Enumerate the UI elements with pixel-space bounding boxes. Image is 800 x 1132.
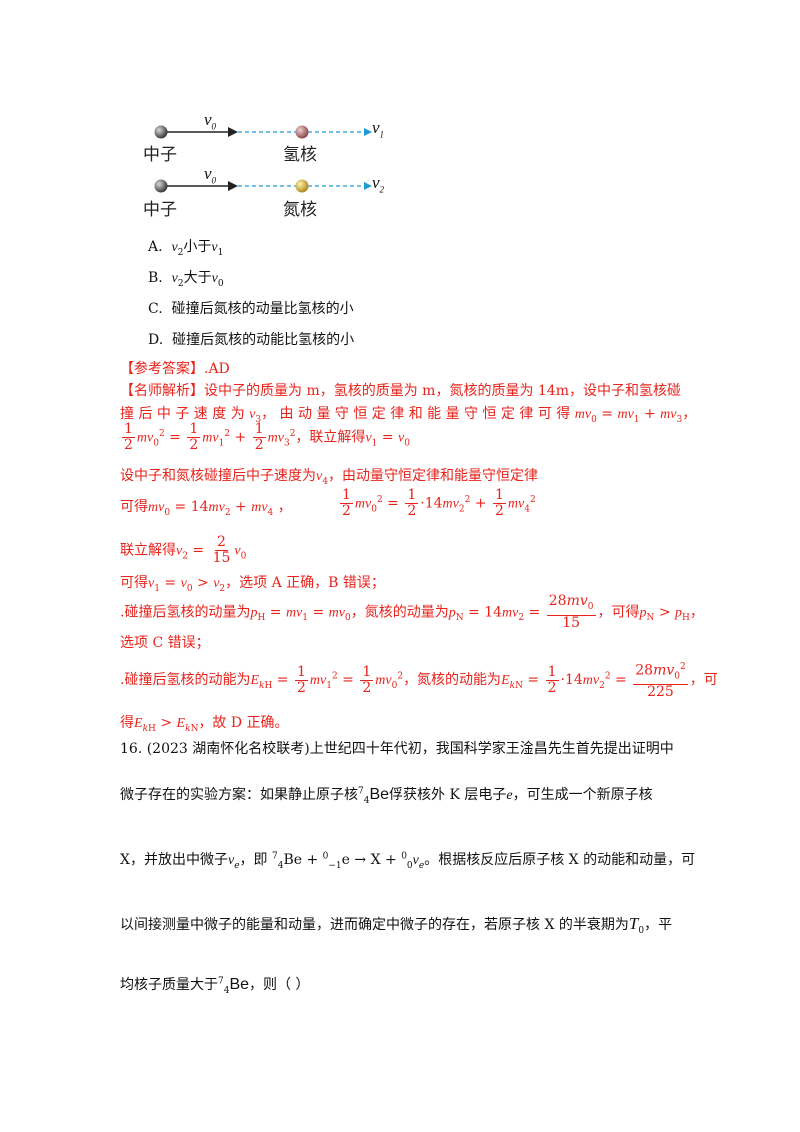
dash-arrowhead-icon: [364, 182, 372, 190]
q16-line5: 均核子质量大于74Be，则（ ）: [120, 976, 310, 996]
analysis-line11: 得EkH > EkN，故 D 正确。: [120, 715, 289, 734]
q16-line2: 微子存在的实验方案：如果静止原子核74Be俘获核外 K 层电子e，可生成一个新原…: [120, 786, 653, 806]
analysis-line5: 可得mv0 = 14mv2 + mv4 ，: [120, 499, 292, 518]
reference-answer: 【参考答案】.AD: [120, 361, 230, 377]
neutron-ball-icon: [154, 125, 168, 139]
neutron-label-row1: 中子: [143, 145, 177, 165]
v1-label: v1: [372, 118, 385, 140]
q16-line1: 16. (2023 湖南怀化名校联考)上世纪四十年代初，我国科学家王淦昌先生首先…: [120, 741, 674, 757]
option-c[interactable]: C. 碰撞后氮核的动量比氢核的小: [148, 301, 354, 317]
hydrogen-label: 氢核: [283, 145, 317, 165]
analysis-line7: 可得v1 = v0 > v2，选项 A 正确，B 错误；: [120, 575, 385, 594]
analysis-line2: 撞 后 中 子 速 度 为 v3， 由 动 量 守 恒 定 律 和 能 量 守 …: [120, 406, 697, 425]
v0-label-row1: v0: [204, 110, 217, 132]
collision-diagram: [154, 125, 372, 193]
v0-label-row2: v0: [204, 164, 217, 186]
nitrogen-nucleus-icon: [295, 179, 309, 193]
neutron-ball-icon: [154, 179, 168, 193]
q16-line4: 以间接测量中微子的能量和动量，进而确定中微子的存在，若原子核 X 的半衰期为T0…: [120, 914, 673, 936]
option-d[interactable]: D. 碰撞后氮核的动能比氢核的小: [148, 332, 355, 348]
nitrogen-label: 氮核: [283, 200, 317, 220]
hydrogen-nucleus-icon: [295, 125, 309, 139]
neutron-label-row2: 中子: [143, 200, 177, 220]
option-b[interactable]: B. v2大于v0: [148, 270, 224, 289]
dash-arrowhead-icon: [364, 128, 372, 136]
option-a[interactable]: A. v2小于v1: [148, 239, 224, 258]
v2-label: v2: [372, 173, 385, 195]
arrowhead-icon: [228, 181, 238, 191]
analysis-line4: 设中子和氮核碰撞后中子速度为v4，由动量守恒定律和能量守恒定律: [120, 468, 538, 487]
analysis-line8: .碰撞后氢核的动量为pH = mv1 = mv0，氮核的动量为pN = 14mv…: [120, 593, 704, 631]
q16-line3: X，并放出中微子νe，即 74Be + 0−1e → X + 00νe。根据核反…: [120, 851, 696, 871]
arrowhead-icon: [228, 127, 238, 137]
analysis-line1: 【名师解析】设中子的质量为 m，氢核的质量为 m，氮核的质量为 14m，设中子和…: [120, 383, 681, 399]
analysis-line9: 选项 C 错误；: [120, 635, 210, 651]
